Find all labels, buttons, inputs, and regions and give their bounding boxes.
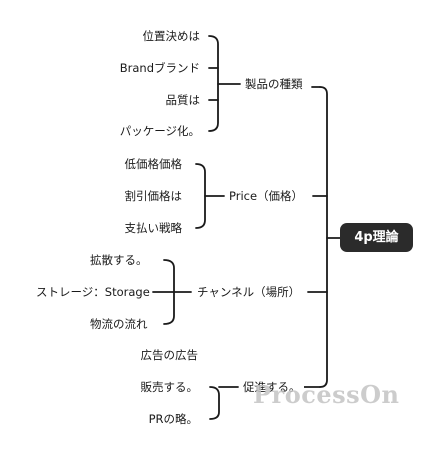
branch-promotion: 促進する。 bbox=[240, 380, 304, 394]
branch-product: 製品の種類 bbox=[242, 77, 306, 91]
leaf-pr: PRの略。 bbox=[148, 412, 198, 426]
leaf-payment: 支払い戦略 bbox=[124, 221, 183, 235]
leaf-packaging: パッケージ化。 bbox=[119, 124, 200, 138]
branch-1-brace bbox=[208, 35, 219, 132]
leaf-low-price: 低価格価格 bbox=[124, 157, 183, 171]
branch-2-brace bbox=[195, 163, 206, 229]
branch-4-brace bbox=[209, 386, 220, 420]
root-node bbox=[340, 223, 413, 252]
leaf-storage: ストレージ：Storage bbox=[36, 285, 150, 299]
root-label: 4p理論 bbox=[354, 230, 399, 245]
branch-price: Price（価格） bbox=[226, 189, 307, 203]
leaf-positioning: 位置決めは bbox=[142, 29, 201, 43]
leaf-brand: Brandブランド bbox=[119, 61, 200, 75]
processon-watermark: ProcessOn bbox=[253, 380, 400, 409]
leaf-quality: 品質は bbox=[165, 93, 201, 107]
leaf-logistics: 物流の流れ bbox=[90, 317, 148, 331]
leaf-advertising: 広告の広告 bbox=[140, 348, 199, 362]
leaf-sales: 販売する。 bbox=[140, 380, 199, 394]
leaf-diffusion: 拡散する。 bbox=[90, 253, 148, 267]
branch-place: チャンネル（場所） bbox=[194, 285, 304, 299]
main-brace bbox=[319, 86, 328, 388]
leaf-discount: 割引価格は bbox=[124, 189, 183, 203]
